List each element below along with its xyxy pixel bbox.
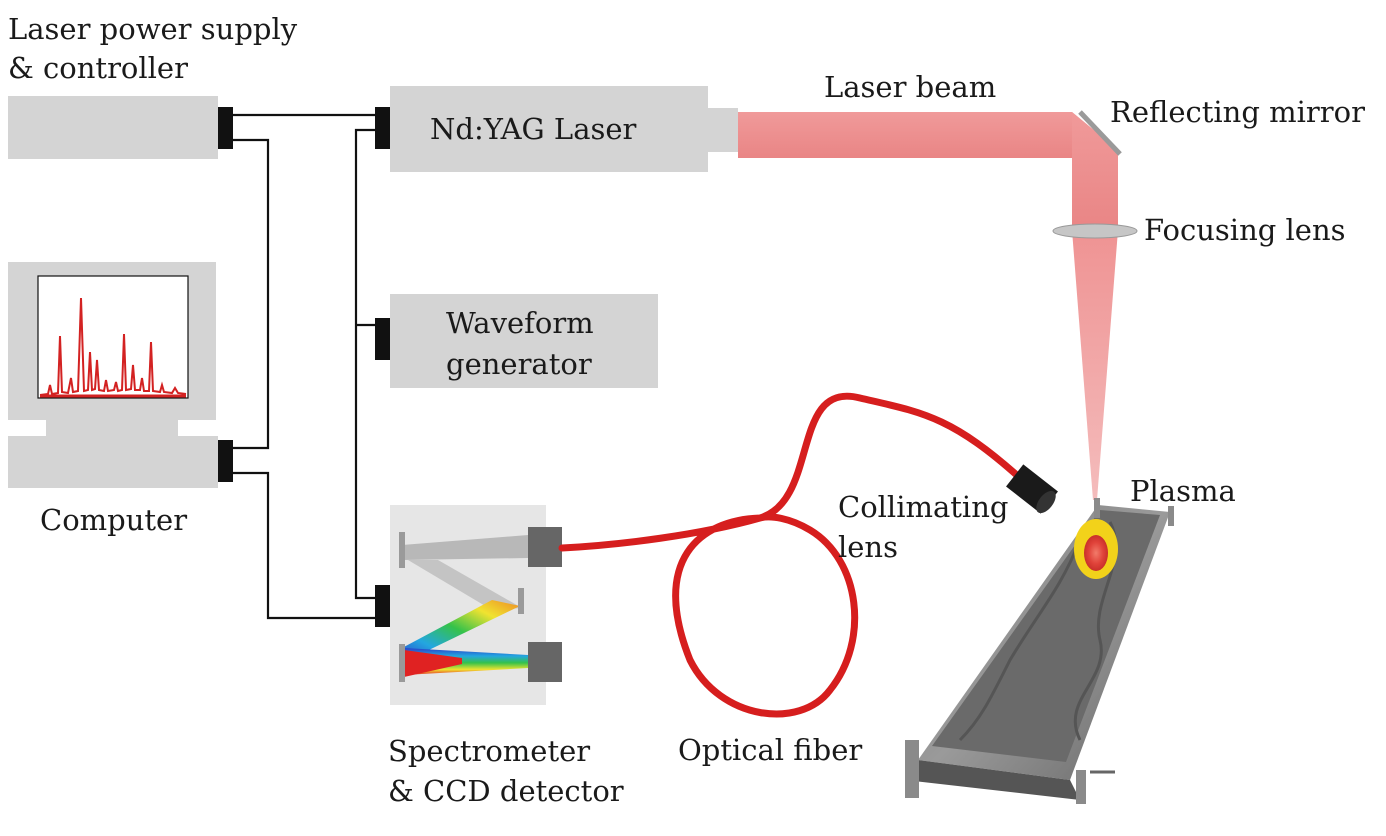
label-laser-beam: Laser beam (824, 70, 997, 104)
monitor-stand (46, 420, 178, 436)
optical-fiber (558, 392, 1024, 718)
nd-yag-connector (375, 107, 390, 149)
label-plasma: Plasma (1130, 474, 1236, 508)
focusing-lens (1052, 223, 1138, 239)
laser-beam (738, 112, 1118, 500)
label-reflecting-mirror: Reflecting mirror (1110, 95, 1365, 129)
sample-tray (905, 498, 1174, 804)
label-optical-fiber: Optical fiber (678, 733, 863, 767)
label-focusing-lens: Focusing lens (1144, 213, 1346, 247)
laser-supply-connector (218, 107, 233, 149)
collimating-lens (1006, 464, 1058, 514)
laser-power-supply-box (8, 96, 218, 159)
spectrometer-connector (375, 585, 390, 627)
spectrum-screen (37, 275, 189, 399)
label-collimating-line2: lens (838, 530, 898, 564)
label-collimating-line1: Collimating (838, 490, 1009, 524)
reflecting-mirror (1078, 110, 1122, 156)
connector-wires (232, 113, 382, 620)
waveform-generator-box (390, 294, 658, 388)
label-waveform-line1: Waveform (446, 306, 594, 340)
label-nd-yag: Nd:YAG Laser (430, 112, 637, 146)
computer-connector (218, 440, 233, 482)
label-computer: Computer (40, 503, 188, 537)
label-laser-supply-line1: Laser power supply (8, 12, 298, 46)
nd-yag-laser-box (390, 86, 708, 172)
label-spectrometer-line1: Spectrometer (388, 734, 591, 768)
waveform-connector (375, 318, 390, 360)
label-spectrometer-line2: & CCD detector (388, 774, 624, 808)
spectrometer (375, 505, 562, 705)
plasma (1074, 519, 1118, 579)
computer-base (8, 436, 218, 488)
nd-yag-laser-nozzle (706, 108, 738, 152)
label-laser-supply-line2: & controller (8, 51, 188, 85)
label-waveform-line2: generator (446, 347, 592, 381)
